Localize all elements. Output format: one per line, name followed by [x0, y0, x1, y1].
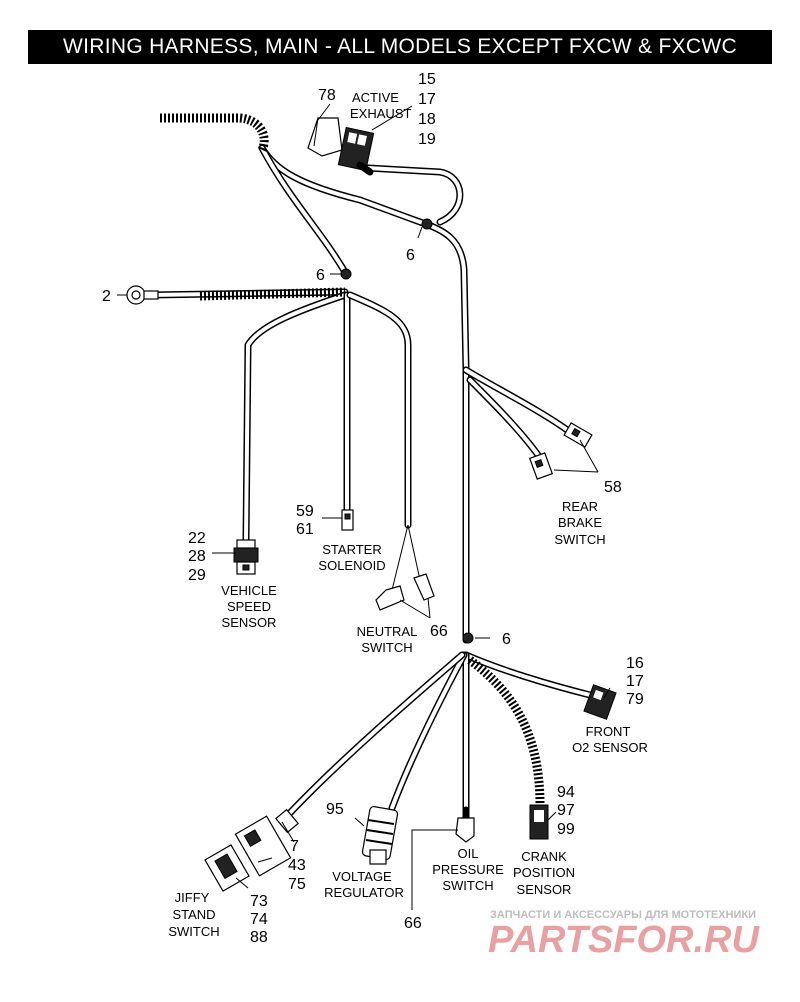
callout-jiffy-88: 88	[250, 929, 268, 946]
neutral-switch-terminals	[375, 573, 435, 611]
label-speed-sensor-2: SPEED	[227, 599, 271, 614]
callout-o2-79: 79	[626, 691, 644, 708]
vehicle-speed-sensor-connector	[233, 539, 259, 575]
callout-clip-upper-left: 6	[316, 267, 325, 284]
callout-speed-28: 28	[188, 548, 206, 565]
label-o2-2: O2 SENSOR	[572, 740, 648, 755]
oil-pressure-switch-connector	[455, 817, 475, 843]
crank-position-sensor-connector	[529, 804, 549, 840]
label-jiffy-2: STAND	[172, 907, 215, 922]
label-regulator-1: VOLTAGE	[332, 869, 392, 884]
label-o2-1: FRONT	[586, 724, 631, 739]
ring-terminal	[126, 285, 159, 305]
callout-active-exhaust-18: 18	[418, 111, 436, 128]
diagram-title: WIRING HARNESS, MAIN - ALL MODELS EXCEPT…	[28, 30, 772, 64]
callout-crank-94: 94	[557, 784, 575, 801]
label-rear-brake-3: SWITCH	[554, 532, 605, 547]
harness-clips	[340, 218, 474, 644]
label-regulator-2: REGULATOR	[324, 885, 404, 900]
callout-jiffy-75: 75	[288, 876, 306, 893]
label-jiffy-3: SWITCH	[168, 924, 219, 939]
clip-upper-right	[421, 218, 433, 230]
label-speed-sensor-3: SENSOR	[222, 615, 277, 630]
callout-rear-brake: 58	[604, 479, 622, 496]
label-crank-1: CRANK	[521, 849, 567, 864]
active-exhaust-connector	[337, 126, 375, 176]
label-speed-sensor-1: VEHICLE	[221, 583, 277, 598]
callout-jiffy-43: 43	[288, 857, 306, 874]
label-starter-1: STARTER	[322, 542, 381, 557]
callout-clip-lower: 6	[502, 631, 511, 648]
callout-speed-29: 29	[188, 567, 206, 584]
label-starter-2: SOLENOID	[318, 558, 385, 573]
label-rear-brake-1: REAR	[562, 499, 598, 514]
callout-regulator: 95	[326, 801, 344, 818]
callout-clip-upper-right: 6	[406, 247, 415, 264]
conduits	[160, 113, 545, 806]
callout-active-exhaust-19: 19	[418, 131, 436, 148]
callout-speed-22: 22	[188, 530, 206, 547]
leader-lines	[117, 103, 611, 910]
starter-solenoid-terminal	[341, 509, 354, 531]
callout-starter-61: 61	[296, 521, 314, 538]
component-labels: 2 78 ACTIVE EXHAUST 15 17 18 19 6 6 6 58…	[102, 71, 648, 946]
watermark-logo: PARTSFOR.RU	[488, 919, 760, 961]
jiffy-stand-switch-connector	[204, 808, 299, 892]
label-neutral-2: SWITCH	[361, 640, 412, 655]
voltage-regulator-connector	[361, 805, 399, 865]
callout-neutral: 66	[430, 623, 448, 640]
label-oil-2: PRESSURE	[432, 862, 504, 877]
watermark: ЗАПЧАСТИ И АКСЕССУАРЫ ДЛЯ МОТОТЕХНИКИ PA…	[488, 909, 760, 961]
callout-active-exhaust-cover: 78	[318, 87, 336, 104]
callout-o2-17: 17	[626, 673, 644, 690]
label-neutral-1: NEUTRAL	[357, 624, 418, 639]
callout-crank-99: 99	[557, 821, 575, 838]
callout-jiffy-7: 7	[290, 838, 299, 855]
callout-jiffy-74: 74	[250, 911, 268, 928]
label-rear-brake-2: BRAKE	[558, 515, 602, 530]
clip-lower	[462, 632, 474, 644]
callout-oil-pressure: 66	[404, 915, 422, 932]
label-oil-3: SWITCH	[442, 878, 493, 893]
watermark-tagline: ЗАПЧАСТИ И АКСЕССУАРЫ ДЛЯ МОТОТЕХНИКИ	[490, 909, 756, 921]
front-o2-sensor-connector	[583, 684, 617, 720]
label-crank-3: SENSOR	[517, 882, 572, 897]
label-active-exhaust-2: EXHAUST	[350, 106, 411, 121]
active-exhaust-cover	[307, 117, 343, 157]
clip-upper-left	[340, 268, 352, 280]
callout-active-exhaust-17: 17	[418, 91, 436, 108]
label-jiffy-1: JIFFY	[175, 890, 210, 905]
callout-o2-16: 16	[626, 655, 644, 672]
label-active-exhaust-1: ACTIVE	[352, 90, 399, 105]
callout-jiffy-73: 73	[250, 893, 268, 910]
callout-crank-97: 97	[557, 802, 575, 819]
callout-ring-terminal: 2	[102, 288, 111, 305]
rear-brake-switch-terminals	[528, 422, 593, 480]
callout-starter-59: 59	[296, 503, 314, 520]
callout-active-exhaust-15: 15	[418, 71, 436, 88]
label-crank-2: POSITION	[513, 865, 575, 880]
label-oil-1: OIL	[458, 846, 479, 861]
